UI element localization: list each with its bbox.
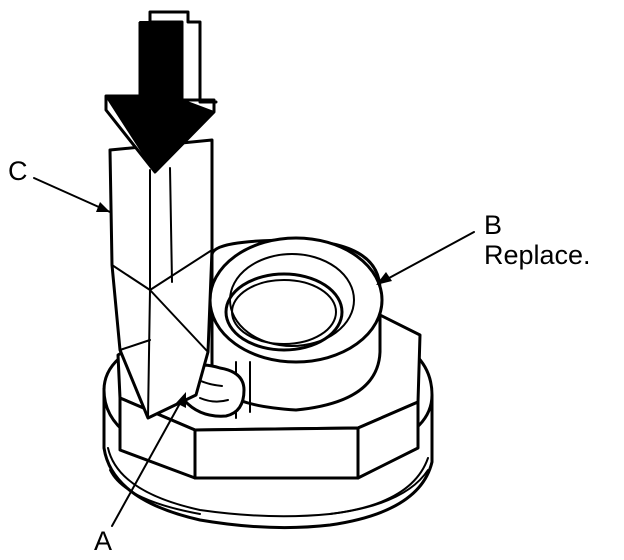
force-arrow-icon xyxy=(104,10,218,174)
leader-b xyxy=(377,231,475,285)
nut-collar xyxy=(208,236,384,419)
leader-a xyxy=(111,395,185,527)
label-c: C xyxy=(8,156,28,186)
label-b-note: Replace. xyxy=(484,240,591,270)
chisel xyxy=(108,138,214,420)
label-b: B xyxy=(484,210,503,240)
leader-lines xyxy=(33,177,475,527)
label-a: A xyxy=(94,526,113,556)
leader-c xyxy=(33,177,111,213)
